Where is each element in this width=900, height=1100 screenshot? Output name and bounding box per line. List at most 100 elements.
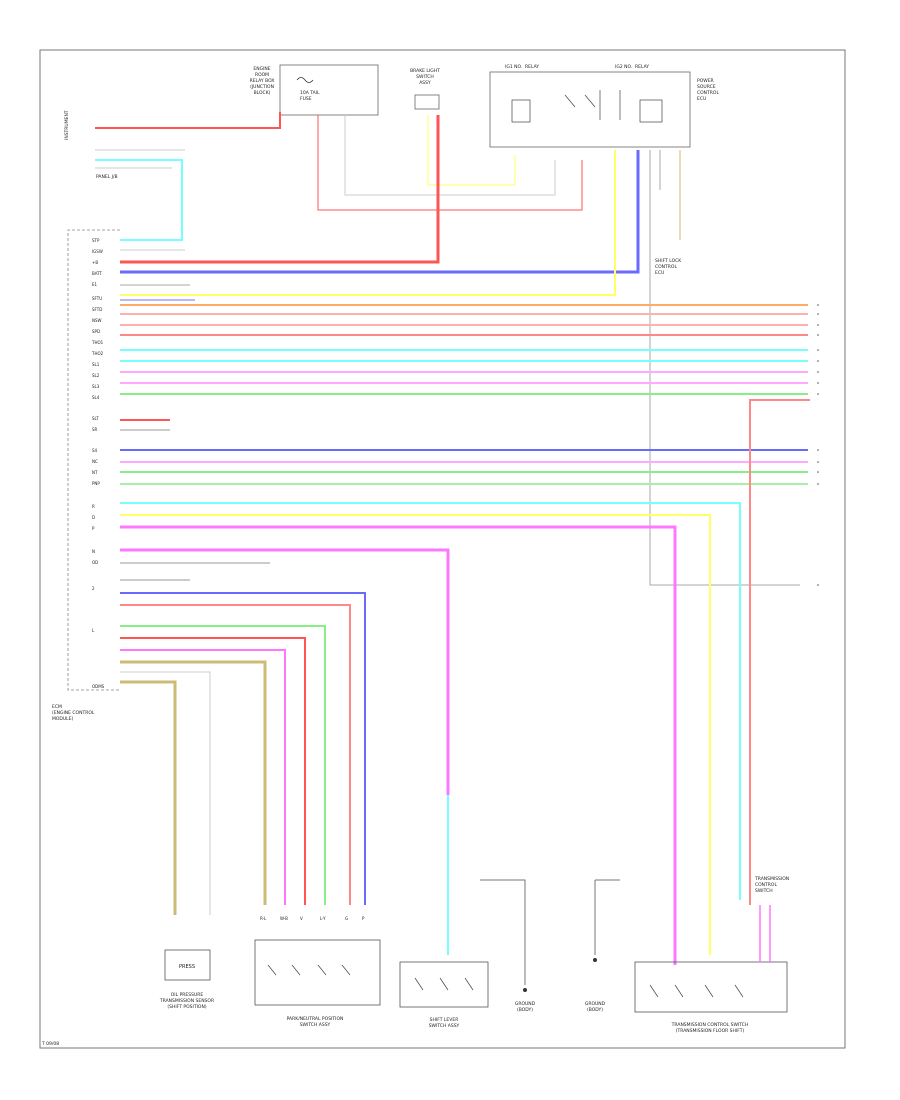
engine-room-fuse-box-line-5: BLOCK): [254, 90, 271, 96]
pnp-line-1: PARK/NEUTRAL POSITION: [287, 1016, 344, 1022]
engine-room-fuse-box-line-3: RELAY BOX: [250, 78, 275, 84]
tcs-right-line-1: TRANSMISSION: [754, 876, 789, 882]
tcs-line-2: (TRANSMISSION FLOOR SHIFT): [676, 1028, 745, 1034]
ecm-pin-9: SPD: [92, 329, 100, 334]
shift-lock-line-2: CONTROL: [655, 264, 677, 270]
shift-lock-line-3: ECU: [655, 270, 664, 276]
pnp-wire-6: P: [362, 916, 365, 921]
stop-lamp-line-3: ASSY: [419, 80, 431, 86]
transmission-control-switch-label: TRANSMISSION CONTROL SWITCH (TRANSMISSIO…: [671, 1022, 749, 1034]
ecm-pin-2: IGSW: [92, 249, 103, 254]
ecm-pin-7: SFTD: [92, 307, 102, 312]
ecm-pin-17: SR: [92, 427, 98, 432]
oil-pressure-line-3: (SHIFT POSITION): [167, 1004, 206, 1010]
ecm-pin-4: BATT: [92, 271, 103, 276]
tcs-right-line-3: SWITCH: [755, 888, 773, 894]
top-wires: [95, 112, 800, 586]
ecm-pin-27: 2: [92, 586, 95, 591]
fuse-tail-label: 10A TAIL: [300, 90, 320, 96]
pnp-wire-5: G: [345, 916, 348, 921]
engine-room-fuse-box-line-1: ENGINE: [253, 66, 270, 72]
shift-lever-ground-wire: [480, 879, 526, 985]
diagram-frame: [39, 49, 846, 1049]
relay-switch-contacts: [564, 90, 621, 120]
park-neutral-switch-box: [254, 939, 381, 1006]
shift-lever-line-1: SHIFT LEVER: [430, 1017, 459, 1023]
ecm-line-2: (ENGINE CONTROL: [52, 710, 95, 716]
ecm-pin-23: D: [92, 515, 95, 520]
oil-pressure-sensor-label: OIL PRESSURE TRANSMISSION SENSOR (SHIFT …: [159, 992, 214, 1010]
ig2-relay-coil: [639, 99, 663, 123]
ecm-pin-11: THO2: [91, 351, 104, 356]
fuse-tail-label-2: FUSE: [300, 96, 312, 102]
bus-wires: [120, 249, 810, 965]
oil-pressure-sensor-box: [164, 949, 211, 981]
pnp-wire-3: V: [300, 916, 303, 921]
ecm-pin-1: STP: [92, 238, 100, 243]
oil-pressure-line-2: TRANSMISSION SENSOR: [159, 998, 214, 1004]
transmission-control-switch-box: [634, 961, 788, 1013]
instrument-panel-jb-label: PANEL J/B: [96, 174, 118, 180]
ig2-relay-label-2: RELAY: [635, 64, 649, 70]
instrument-panel-label: INSTRUMENT: [64, 110, 70, 140]
engine-room-fuse-box-line-4: (JUNCTION: [250, 84, 274, 90]
pm-ecu-line-1: POWER: [697, 78, 714, 84]
ecm-line-3: MODULE): [52, 716, 74, 722]
pm-ecu-line-4: ECU: [697, 96, 706, 102]
tcs-extra-wires: [759, 905, 771, 962]
tcs-line-1: TRANSMISSION CONTROL SWITCH: [671, 1022, 749, 1028]
ig1-relay-label-2: RELAY: [525, 64, 539, 70]
ecm-pin-5: E1: [92, 282, 98, 287]
ecm-pin-15: SL4: [92, 395, 100, 400]
ecm-pin-19: NC: [92, 459, 98, 464]
ground-1-line-2: (BODY): [517, 1007, 533, 1013]
stop-lamp-line-2: SWITCH: [416, 74, 434, 80]
tcs-right-line-2: CONTROL: [755, 882, 777, 888]
ground-1-label: GROUND (BODY): [515, 1001, 536, 1013]
fuse-box-outline: [279, 64, 379, 116]
ecm-pin-13: SL2: [92, 373, 100, 378]
ground-2-symbol: [593, 958, 597, 962]
ecm-label: ECM (ENGINE CONTROL MODULE): [52, 704, 95, 722]
ig1-relay-coil: [511, 99, 531, 123]
ecm-pin-22: R: [92, 504, 95, 509]
stop-lamp-switch-label: BRAKE LIGHT SWITCH ASSY: [410, 68, 440, 86]
ecm-connector-outline: [67, 229, 120, 691]
stop-lamp-switch-box: [414, 94, 440, 110]
ecm-pin-24: P: [92, 526, 95, 531]
pnp-wire-4: L-Y: [320, 916, 326, 921]
ground-2-wire: [594, 879, 620, 955]
shift-lock-line-1: SHIFT LOCK: [655, 258, 682, 264]
ground-2-line-1: GROUND: [585, 1001, 606, 1007]
shift-lever-line-2: SWITCH ASSY: [429, 1023, 460, 1029]
shift-lever-switch-box: [399, 961, 489, 1008]
ecm-pin-26: OD: [92, 560, 98, 565]
ig-relay-box: [489, 71, 691, 148]
pnp-wire-2: W-B: [280, 916, 288, 921]
ecm-pin-12: SL1: [92, 362, 100, 367]
ecm-pin-6: SFTU: [92, 296, 102, 301]
transmission-control-switch-contacts: [649, 984, 744, 998]
page-code: T 09/08: [41, 1041, 59, 1047]
park-neutral-switch-contacts: [267, 964, 351, 976]
ecm-pin-25: N: [92, 549, 95, 554]
pnp-wire-1: R-L: [260, 916, 267, 921]
engine-room-fuse-box-line-2: ROOM: [255, 72, 269, 78]
shift-lever-switch-label: SHIFT LEVER SWITCH ASSY: [429, 1017, 460, 1029]
ecm-pin-14: SL3: [92, 384, 100, 389]
ecm-pin-28: L: [92, 628, 95, 633]
ecm-pin-21: PNP: [92, 481, 100, 486]
ground-2-line-2: (BODY): [587, 1007, 603, 1013]
shift-lever-switch-contacts: [414, 977, 474, 991]
park-neutral-switch-label: PARK/NEUTRAL POSITION SWITCH ASSY: [287, 1016, 344, 1028]
pnp-wire-labels: R-L W-B V L-Y G P: [260, 916, 365, 921]
ecm-pin-18: S4: [92, 448, 98, 453]
fuse-tail-symbol: [296, 77, 314, 83]
pm-ecu-line-3: CONTROL: [697, 90, 719, 96]
ecm-pin-16: SLT: [92, 416, 99, 421]
ground-1-symbol: [523, 988, 527, 992]
oil-pressure-line-1: OIL PRESSURE: [171, 992, 204, 998]
stop-lamp-line-1: BRAKE LIGHT: [410, 68, 440, 74]
ecm-pin-labels: STP IGSW +B BATT E1 SFTU SFTD NSW SPD TH…: [91, 238, 105, 689]
